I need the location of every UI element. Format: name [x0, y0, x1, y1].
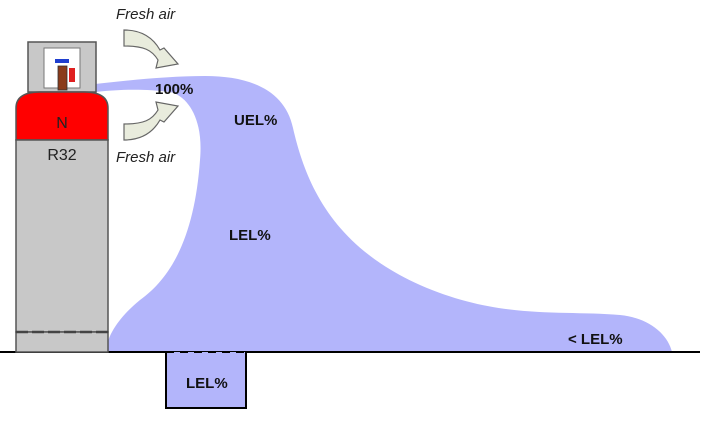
cylinder-shoulder — [15, 91, 109, 141]
gas-plume — [95, 76, 672, 352]
concentration-middle-label: LEL% — [229, 227, 271, 244]
concentration-source-label: 100% — [155, 81, 193, 98]
valve-handle — [55, 59, 69, 63]
concentration-upper-label: UEL% — [234, 112, 277, 129]
concentration-pit-label: LEL% — [186, 375, 228, 392]
cylinder-cap-label: N — [56, 115, 68, 132]
cylinder-body-label: R32 — [47, 147, 76, 164]
ground-pit — [165, 351, 247, 409]
cylinder-foot — [15, 331, 109, 353]
fresh-air-label-top: Fresh air — [116, 6, 176, 23]
cylinder-body — [15, 139, 109, 333]
valve-stem — [57, 65, 68, 91]
concentration-far-label: < LEL% — [568, 331, 623, 348]
fresh-air-label-bottom: Fresh air — [116, 149, 176, 166]
gas-cylinder: N R32 — [15, 41, 109, 353]
fresh-air-arrow-top — [123, 29, 180, 69]
valve-outlet — [69, 68, 75, 82]
fresh-air-arrow-bottom — [123, 101, 180, 141]
